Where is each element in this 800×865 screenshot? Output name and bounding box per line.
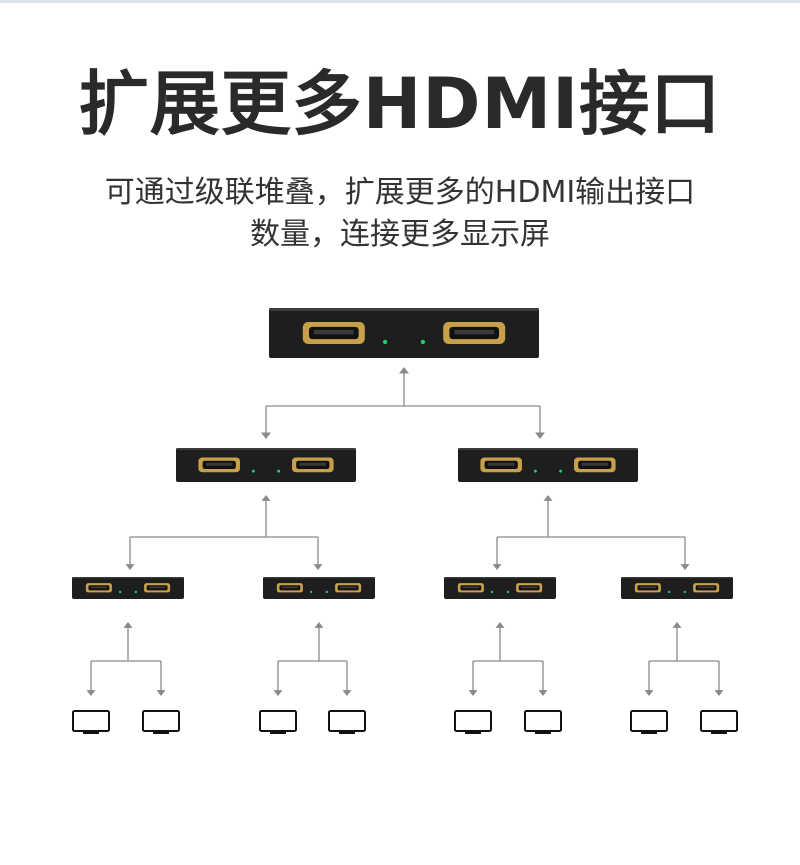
hdmi-port-icon (634, 583, 661, 593)
arrow-head-icon (261, 495, 271, 501)
arrow-head-icon (495, 622, 505, 628)
monitor-icon (328, 710, 366, 734)
status-led (506, 590, 510, 594)
arrow-head-icon (399, 367, 409, 374)
page-title: 扩展更多HDMI接口 (78, 63, 722, 145)
hdmi-port-icon (292, 457, 334, 473)
hdmi-port-icon (443, 322, 506, 344)
arrow-head-icon (314, 622, 324, 628)
hdmi-splitter-icon (72, 577, 184, 599)
arrow-head-icon (538, 690, 548, 696)
status-led (533, 469, 537, 473)
hdmi-port-icon (516, 583, 543, 593)
status-led (118, 590, 122, 594)
arrow-head-icon (535, 432, 545, 439)
status-led (420, 339, 426, 345)
status-led (251, 469, 255, 473)
status-led (490, 590, 494, 594)
monitor-icon (700, 710, 738, 734)
status-led (134, 590, 138, 594)
arrow-head-icon (672, 622, 682, 628)
hdmi-splitter-icon (263, 577, 375, 599)
hdmi-port-icon (457, 583, 484, 593)
status-led (309, 590, 313, 594)
arrow-head-icon (125, 564, 135, 570)
hdmi-port-icon (574, 457, 616, 473)
hdmi-port-icon (302, 322, 365, 344)
arrow-head-icon (492, 564, 502, 570)
arrow-head-icon (261, 432, 271, 439)
hdmi-port-icon (85, 583, 112, 593)
monitor-icon (524, 710, 562, 734)
hdmi-port-icon (144, 583, 171, 593)
hdmi-splitter-icon (444, 577, 556, 599)
arrow-head-icon (680, 564, 690, 570)
subtitle-line-2: 数量，连接更多显示屏 (250, 217, 550, 252)
arrow-head-icon (313, 564, 323, 570)
arrow-head-icon (543, 495, 553, 501)
arrow-head-icon (644, 690, 654, 696)
hdmi-splitter-icon (269, 308, 539, 358)
arrow-head-icon (123, 622, 133, 628)
subtitle-line-1: 可通过级联堆叠，扩展更多的HDMI输出接口 (104, 175, 696, 210)
monitor-icon (72, 710, 110, 734)
top-divider (0, 0, 800, 3)
arrow-head-icon (342, 690, 352, 696)
status-led (277, 469, 281, 473)
hdmi-splitter-icon (176, 448, 356, 482)
hdmi-port-icon (693, 583, 720, 593)
status-led (559, 469, 563, 473)
arrow-head-icon (714, 690, 724, 696)
status-led (325, 590, 329, 594)
monitor-icon (259, 710, 297, 734)
monitor-icon (142, 710, 180, 734)
hdmi-splitter-icon (621, 577, 733, 599)
arrow-head-icon (156, 690, 166, 696)
hdmi-port-icon (276, 583, 303, 593)
status-led (683, 590, 687, 594)
hdmi-port-icon (480, 457, 522, 473)
hdmi-port-icon (198, 457, 240, 473)
arrow-head-icon (86, 690, 96, 696)
arrow-head-icon (468, 690, 478, 696)
arrow-head-icon (273, 690, 283, 696)
monitor-icon (630, 710, 668, 734)
hdmi-port-icon (335, 583, 362, 593)
status-led (382, 339, 388, 345)
hdmi-splitter-icon (458, 448, 638, 482)
monitor-icon (454, 710, 492, 734)
status-led (667, 590, 671, 594)
